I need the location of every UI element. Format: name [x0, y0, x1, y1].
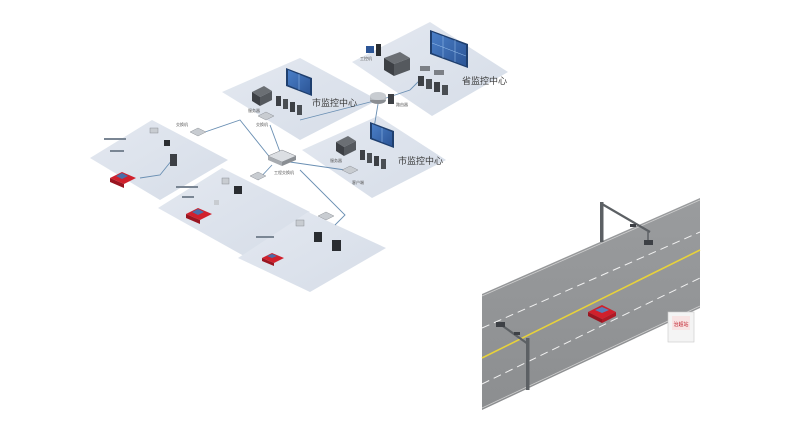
label-client-mid: 客户端: [352, 179, 364, 185]
switch-icon-2: 客户端: [341, 165, 364, 185]
link-site1-gateway: [204, 119, 273, 161]
provincial-center-label: 省监控中心: [462, 75, 507, 87]
zone-city-top: [222, 58, 378, 140]
storage-icon: [276, 96, 302, 115]
switch-site1-icon: 交换机: [176, 121, 207, 137]
label-server-mid: 服务器: [330, 157, 342, 163]
road-scene: 治超站: [481, 198, 701, 410]
site-3-title-bar: [256, 236, 274, 238]
lane-line-upper: [481, 231, 701, 329]
zone-site-3: [238, 212, 386, 292]
label-workstation: 工控机: [360, 55, 372, 61]
station-sign: 治超站: [667, 311, 695, 343]
site-2-subtitle-bar: [182, 196, 194, 198]
router-icon: 路由器: [370, 92, 408, 107]
ground-cable: [529, 345, 669, 391]
link-gateway-citytop: [269, 124, 281, 153]
road-car-icon: [588, 305, 616, 323]
server-icon: 服务器: [248, 86, 272, 113]
label-site1-switch: 交换机: [176, 121, 188, 127]
link-gateway-citymid: [289, 161, 346, 171]
gantry-near-icon: [496, 322, 530, 390]
station-sign-text: 治超站: [673, 321, 688, 328]
gantry-far-icon: [600, 202, 653, 245]
site-2-title-bar: [176, 186, 198, 188]
workstation-icon: 工控机: [360, 44, 381, 61]
switch-icon: 交换机: [256, 111, 275, 127]
link-citytop-router: [299, 99, 379, 121]
lane-line-lower: [481, 277, 701, 385]
city-center-mid-label: 市监控中心: [398, 155, 443, 167]
car-icon-1: [110, 172, 136, 188]
provincial-center-equipment: 工控机 省监控中心: [360, 30, 507, 95]
road-edge-bottom: [481, 305, 701, 409]
city-center-top-label: 市监控中心: [312, 97, 357, 109]
site-1-subtitle-bar: [110, 150, 124, 152]
link-car1: [139, 159, 173, 179]
monitor-wall-icon: [286, 68, 312, 96]
car-icon-3: [262, 253, 284, 266]
label-router: 路由器: [396, 101, 408, 107]
label-switch-top: 交换机: [256, 121, 268, 127]
server-rack-icon: [384, 52, 410, 76]
city-center-top-equipment: 服务器 交换机 市监控中心: [248, 68, 357, 127]
video-wall-icon: [430, 30, 468, 68]
city-center-mid-equipment: 服务器 客户端 市监控中心: [330, 122, 443, 185]
storage-icon-2: [360, 150, 386, 169]
gateway-switch-icon: 工程交换机: [267, 149, 297, 175]
center-yellow-line: [481, 249, 701, 359]
camera-icon-1: [149, 127, 159, 134]
car-icon-2: [186, 208, 212, 224]
site-2-equipment: [176, 171, 267, 224]
switch-site3-icon: [317, 211, 335, 221]
road-edge-top: [481, 199, 701, 297]
site-1-title-bar: [104, 138, 126, 140]
cabinet-icon-2: [214, 177, 242, 205]
label-gateway: 工程交换机: [274, 169, 294, 175]
storage-array-icon: [418, 66, 448, 95]
cabinet-icon-3: [295, 219, 341, 251]
site-3-equipment: [256, 211, 341, 266]
server-icon-2: 服务器: [330, 136, 356, 163]
label-server-top: 服务器: [248, 107, 260, 113]
switch-site2-icon: [249, 171, 267, 181]
site-1-equipment: 交换机: [104, 121, 207, 188]
cabinet-icon-1: [164, 140, 177, 166]
link-site3-gateway: [299, 169, 346, 226]
zone-site-2: [158, 168, 310, 256]
monitor-wall-icon-2: [370, 122, 394, 148]
